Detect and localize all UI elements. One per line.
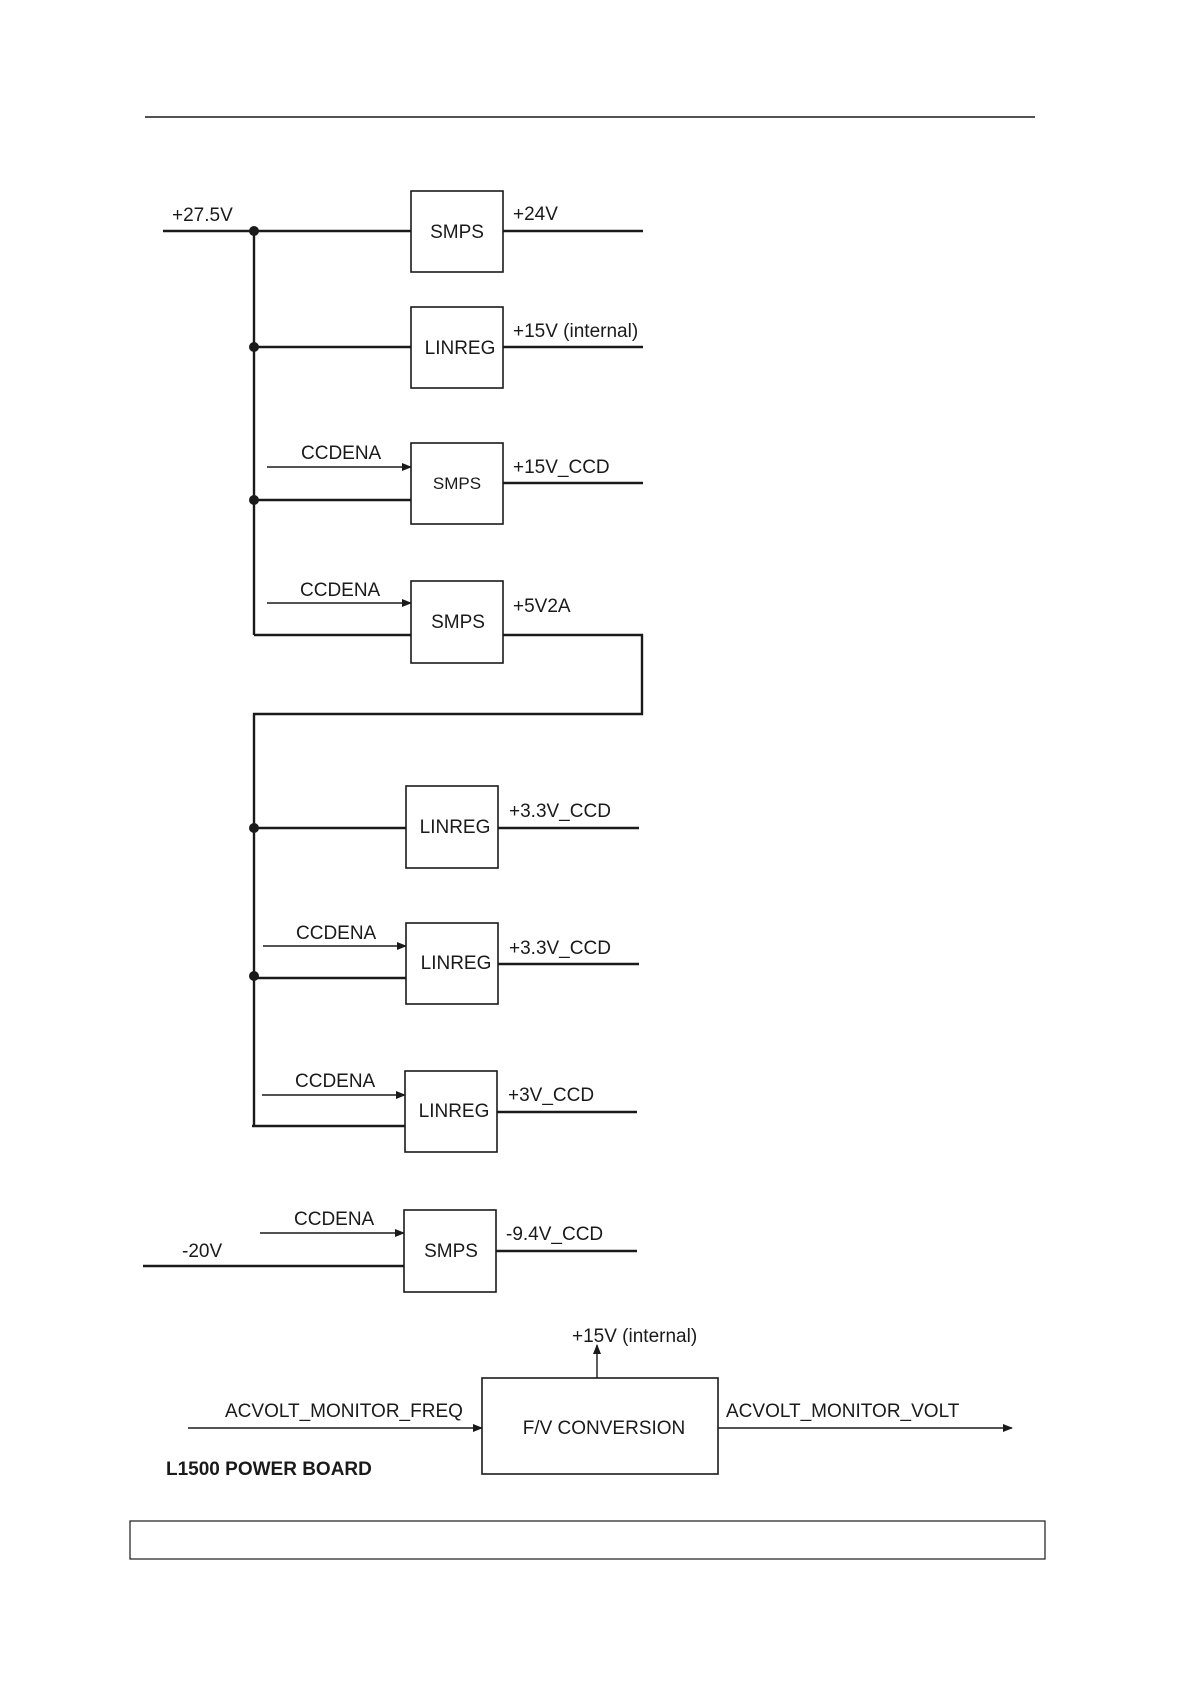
output-label: +5V2A <box>513 596 571 617</box>
output-label: +3V_CCD <box>508 1085 594 1106</box>
block-type-label: SMPS <box>424 1241 478 1262</box>
rail-27v5-label: +27.5V <box>172 205 233 226</box>
block-type-label: LINREG <box>419 1101 490 1122</box>
block-smps-neg9v4-ccd: CCDENA -20V SMPS -9.4V_CCD <box>143 1209 637 1292</box>
block-fv-conversion: +15V (internal) ACVOLT_MONITOR_FREQ F/V … <box>188 1326 1012 1474</box>
output-label: +24V <box>513 204 558 225</box>
enable-label: CCDENA <box>296 923 377 944</box>
junction-dot <box>249 971 259 981</box>
block-linreg-15v-internal: LINREG +15V (internal) <box>254 307 643 388</box>
fv-supply-label: +15V (internal) <box>572 1326 697 1347</box>
rail-neg20v-label: -20V <box>182 1241 222 1262</box>
enable-label: CCDENA <box>300 580 381 601</box>
enable-label: CCDENA <box>294 1209 375 1230</box>
block-type-label: SMPS <box>431 612 485 633</box>
block-type-label: LINREG <box>425 338 496 359</box>
junction-dot <box>249 226 259 236</box>
enable-label: CCDENA <box>295 1071 376 1092</box>
output-label: +3.3V_CCD <box>509 938 611 959</box>
rail-27v5-group: +27.5V <box>163 205 411 635</box>
fv-block-label: F/V CONVERSION <box>523 1418 686 1439</box>
fv-output-label: ACVOLT_MONITOR_VOLT <box>726 1401 960 1422</box>
output-label: +3.3V_CCD <box>509 801 611 822</box>
block-type-label: SMPS <box>433 474 481 493</box>
enable-label: CCDENA <box>301 443 382 464</box>
block-type-label: LINREG <box>420 817 491 838</box>
block-type-label: SMPS <box>430 222 484 243</box>
footer-box <box>130 1521 1045 1559</box>
block-linreg-3v3-ccd-a: LINREG +3.3V_CCD <box>254 786 639 868</box>
block-linreg-3v3-ccd-b: CCDENA LINREG +3.3V_CCD <box>254 923 639 1004</box>
diagram-caption: L1500 POWER BOARD <box>166 1459 372 1480</box>
5v2a-feed-wire <box>254 635 642 1126</box>
output-label: -9.4V_CCD <box>506 1224 603 1245</box>
block-type-label: LINREG <box>421 953 492 974</box>
output-label: +15V_CCD <box>513 457 610 478</box>
block-linreg-3v-ccd: CCDENA LINREG +3V_CCD <box>252 1071 637 1152</box>
block-smps-15v-ccd: CCDENA SMPS +15V_CCD <box>254 443 643 524</box>
block-smps-24v: SMPS +24V <box>411 191 643 272</box>
output-label: +15V (internal) <box>513 321 638 342</box>
fv-input-label: ACVOLT_MONITOR_FREQ <box>225 1401 463 1422</box>
